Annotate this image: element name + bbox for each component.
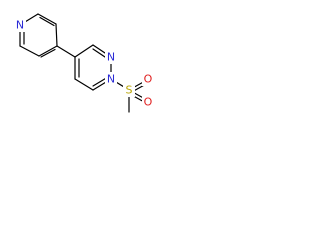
atom-label: N: [16, 19, 24, 32]
atom-pyridine-n: N: [14, 18, 26, 32]
atom-sulfur: S: [123, 83, 135, 97]
bonds: [19, 13, 149, 113]
atom-pyrimidine-n1: N: [105, 72, 117, 86]
atom-oxygen-lower: O: [142, 95, 155, 109]
atom-labels: N N N S O O: [14, 18, 155, 109]
atom-label: N: [107, 51, 115, 64]
bond: [56, 45, 76, 58]
bond: [74, 78, 94, 91]
bond: [40, 48, 56, 58]
bond: [19, 45, 40, 57]
chemical-structure: N N N S O O: [14, 13, 155, 113]
atom-label: N: [107, 73, 115, 86]
atom-pyrimidine-n3: N: [105, 50, 117, 64]
bond: [37, 13, 57, 25]
atom-label: O: [144, 96, 153, 109]
bond: [55, 23, 58, 47]
atom-label: O: [144, 73, 153, 86]
bond: [39, 16, 55, 27]
atom-label: S: [126, 84, 133, 97]
bond: [74, 44, 94, 58]
atom-oxygen-upper: O: [142, 72, 155, 86]
bond: [38, 45, 58, 57]
